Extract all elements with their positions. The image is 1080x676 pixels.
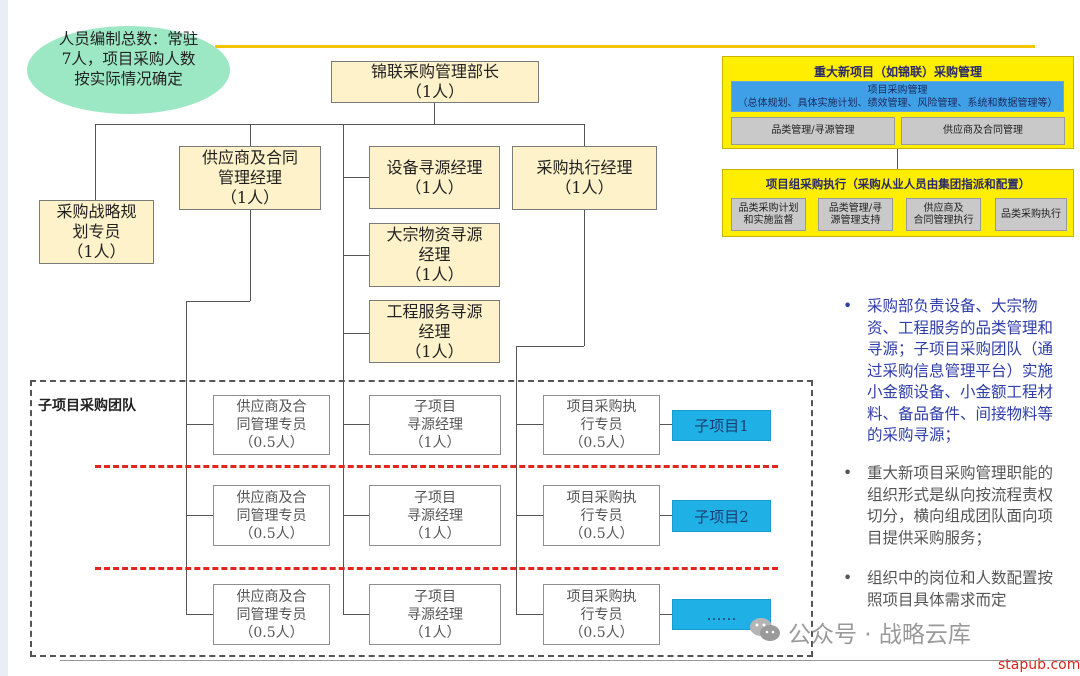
row-separator [95, 465, 778, 468]
bullet-1: • 采购部负责设备、大宗物资、工程服务的品类管理和寻源；子项目采购团队（通过采购… [843, 296, 1068, 447]
major-project-procurement-panel: 重大新项目（如锦联）采购管理 项目采购管理 （总体规划、具体实施计划、绩效管理、… [722, 56, 1074, 149]
row2-supplier-specialist-box: 供应商及合 同管理专员 （0.5人） [213, 485, 330, 546]
row1-sub-project-tag: 子项目1 [672, 410, 771, 441]
watermark-text: 公众号 · 战略云库 [788, 622, 971, 648]
procurement-execution-manager-box: 采购执行经理 （1人） [512, 146, 657, 210]
project-procurement-management-box: 项目采购管理 （总体规划、具体实施计划、绩效管理、风险管理、系统和数据管理等） [731, 81, 1064, 112]
exec-box-category-execution: 品类采购执行 [995, 198, 1067, 231]
title-underline [215, 45, 1035, 48]
bullet-1-text: 采购部负责设备、大宗物资、工程服务的品类管理和寻源；子项目采购团队（通过采购信息… [867, 297, 1054, 444]
bullet-3: • 组织中的岗位和人数配置按照项目具体需求而定 [843, 568, 1068, 611]
bulk-material-sourcing-manager-box: 大宗物资寻源 经理 （1人） [369, 223, 500, 287]
row3-execution-specialist-box: 项目采购执 行专员 （0.5人） [543, 584, 660, 645]
row-separator [95, 567, 778, 570]
row2-sourcing-manager-box: 子项目 寻源经理 （1人） [369, 485, 501, 546]
supplier-contract-manager-box: 供应商及合同 管理经理 （1人） [179, 146, 321, 210]
sub-project-team-frame [30, 380, 813, 657]
row3-sourcing-manager-box: 子项目 寻源经理 （1人） [369, 584, 501, 645]
bullet-2-text: 重大新项目采购管理职能的组织形式是纵向按流程责权切分，横向组成团队面向项目提供采… [867, 464, 1054, 547]
major-project-panel-title: 重大新项目（如锦联）采购管理 [813, 65, 982, 79]
row1-supplier-specialist-box: 供应商及合 同管理专员 （0.5人） [213, 395, 330, 455]
row2-execution-specialist-box: 项目采购执 行专员 （0.5人） [543, 485, 660, 546]
headcount-note: 人员编制总数：常驻7人，项目采购人数按实际情况确定 [27, 26, 230, 114]
exec-box-sourcing-support: 品类管理/寻 源管理支持 [818, 198, 893, 231]
project-team-execution-panel: 项目组采购执行（采购从业人员由集团指派和配置） 品类采购计划 和实施监督 品类管… [722, 169, 1074, 237]
left-edge-bar [0, 0, 8, 676]
exec-box-plan: 品类采购计划 和实施监督 [731, 198, 806, 231]
category-management-box: 品类管理/寻源管理 [731, 117, 895, 145]
supplier-contract-management-box: 供应商及合同管理 [901, 117, 1065, 145]
equipment-sourcing-manager-box: 设备寻源经理 （1人） [369, 146, 500, 209]
strategy-specialist-box: 采购战略规 划专员 （1人） [39, 200, 154, 264]
row1-execution-specialist-box: 项目采购执 行专员 （0.5人） [543, 395, 660, 455]
engineering-service-sourcing-manager-box: 工程服务寻源 经理 （1人） [369, 300, 500, 363]
row3-supplier-specialist-box: 供应商及合 同管理专员 （0.5人） [213, 584, 330, 645]
exec-box-supplier-contract: 供应商及 合同管理执行 [906, 198, 981, 231]
site-url: stapub.com [998, 657, 1080, 673]
bullet-2: • 重大新项目采购管理职能的组织形式是纵向按流程责权切分，横向组成团队面向项目提… [843, 463, 1068, 549]
row1-sourcing-manager-box: 子项目 寻源经理 （1人） [369, 395, 501, 455]
department-head-box: 锦联采购管理部长 （1人） [331, 61, 539, 103]
row2-sub-project-tag: 子项目2 [672, 500, 771, 532]
sub-project-team-label: 子项目采购团队 [38, 398, 136, 414]
bottom-rule [60, 660, 1080, 661]
bullet-3-text: 组织中的岗位和人数配置按照项目具体需求而定 [867, 569, 1054, 609]
wechat-icon [750, 618, 780, 641]
execution-panel-title: 项目组采购执行（采购从业人员由集团指派和配置） [765, 177, 1031, 191]
